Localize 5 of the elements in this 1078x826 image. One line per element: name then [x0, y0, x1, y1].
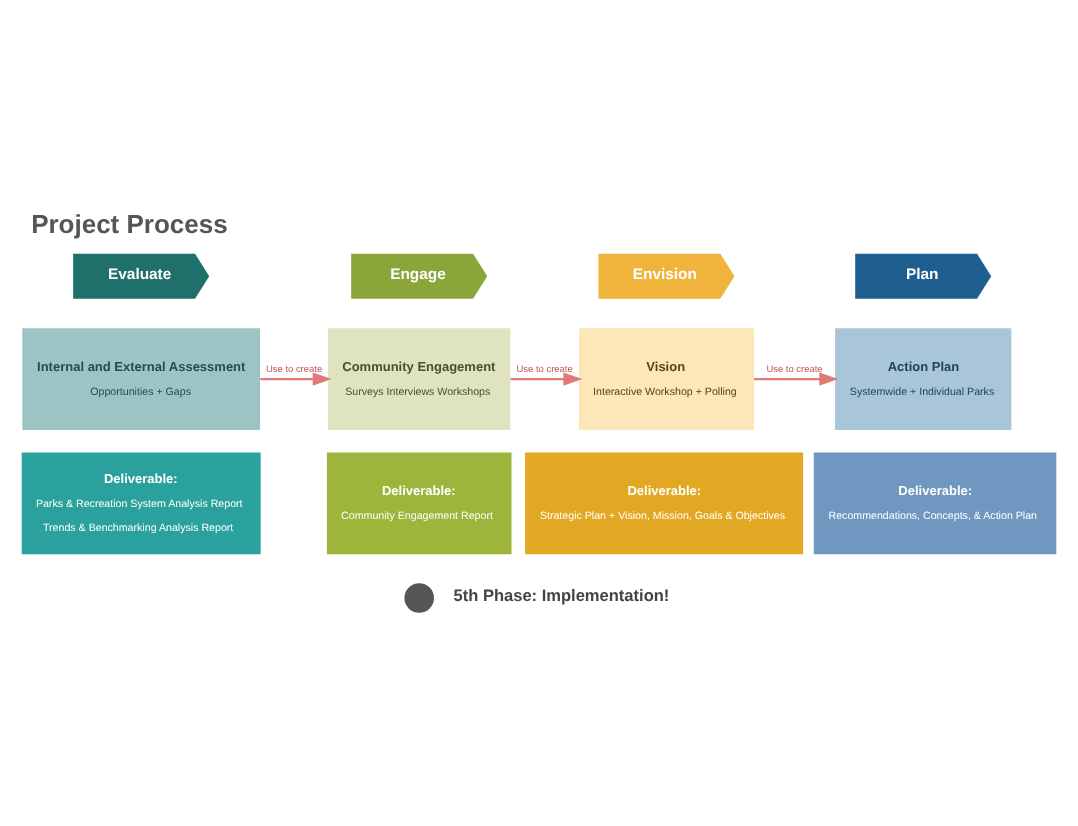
arrow — [510, 371, 583, 385]
node-circle — [404, 582, 434, 612]
arrow — [260, 371, 332, 385]
arrow — [754, 371, 839, 385]
diagram-title: Project Process — [31, 208, 228, 239]
